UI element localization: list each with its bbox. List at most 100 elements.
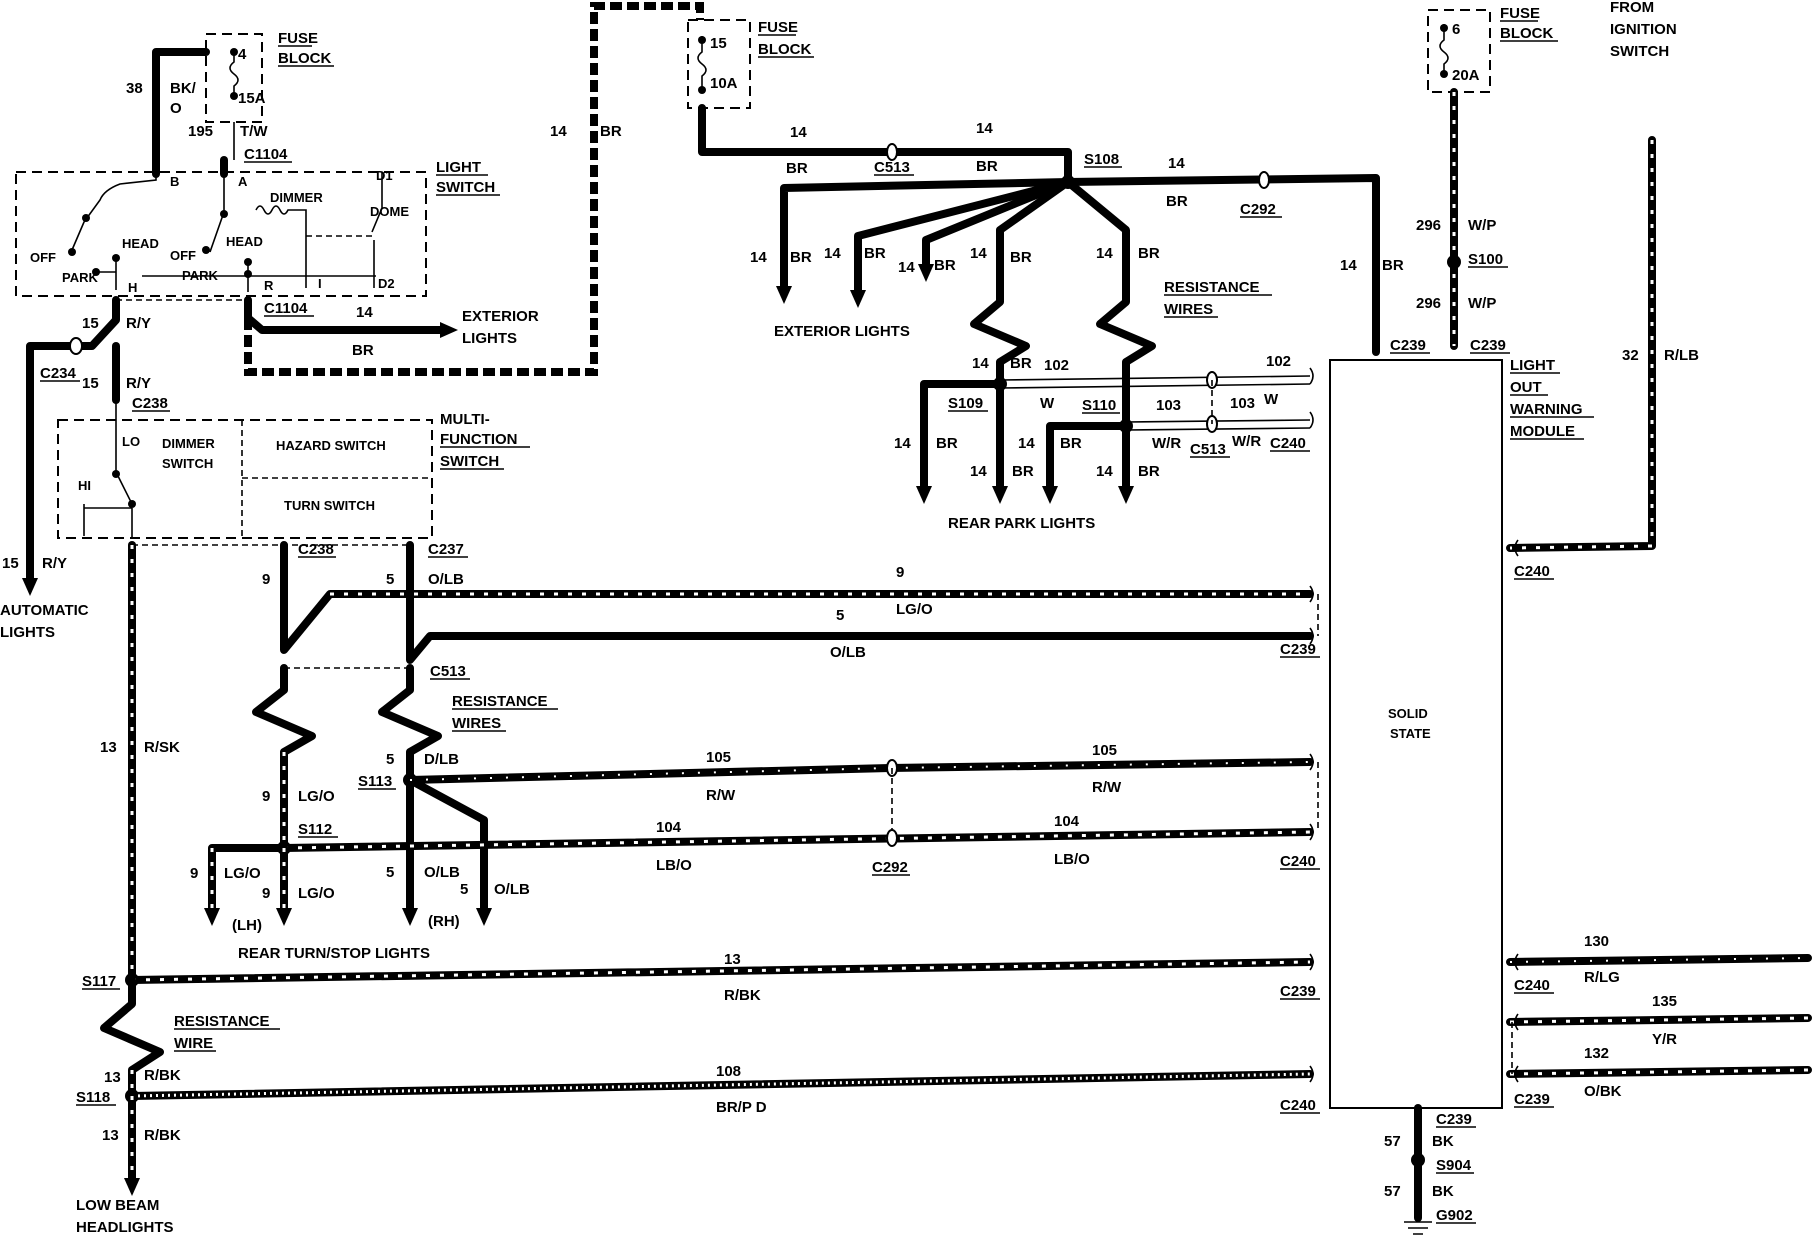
wire-color: O (170, 100, 182, 117)
wire-label: 195 (188, 123, 213, 140)
wire-label: 13 (104, 1069, 121, 1086)
fuse-block-1-label-2: BLOCK (278, 50, 331, 67)
connector-c239: C239 (1470, 337, 1506, 354)
connector-c237: C237 (428, 541, 464, 558)
splice-s118: S118 (76, 1089, 110, 1106)
wire-color: LG/O (896, 601, 933, 618)
wire-label: 57 (1384, 1133, 1401, 1150)
wire-label: 9 (262, 571, 270, 588)
automatic-lights-label: LIGHTS (0, 624, 55, 641)
fuse-2-number: 15 (710, 35, 727, 52)
lowm-label: LIGHT (1510, 357, 1555, 374)
fuse-1-amp: 15A (238, 90, 266, 107)
wire-color: R/Y (42, 555, 67, 572)
wire-color: BR (1010, 249, 1032, 266)
wire-color: W/R (1152, 435, 1181, 452)
wire-label: 14 (898, 259, 915, 276)
wire-label: 102 (1266, 353, 1291, 370)
rear-park-lights-label: REAR PARK LIGHTS (948, 515, 1095, 532)
lh-label: (LH) (232, 917, 262, 934)
multi-function-label-2: FUNCTION (440, 431, 518, 448)
wire-color: R/BK (724, 987, 761, 1004)
connector-c513: C513 (430, 663, 466, 680)
term-park-1: PARK (62, 270, 98, 285)
wire-color: LG/O (298, 788, 335, 805)
wire-label: 5 (460, 881, 468, 898)
wire-color: W (1264, 391, 1279, 408)
dimmer-label: DIMMER (270, 190, 323, 205)
connector-c238: C238 (298, 541, 334, 558)
exterior-lights-label: EXTERIOR (462, 308, 539, 325)
wire-color: BK (1432, 1183, 1454, 1200)
term-a: A (238, 174, 248, 189)
wire-color: O/LB (424, 864, 460, 881)
connector-c240: C240 (1280, 1097, 1316, 1114)
wire-label: 14 (976, 120, 993, 137)
connector-c238: C238 (132, 395, 168, 412)
fuse-3-amp: 20A (1452, 67, 1480, 84)
wire-color: Y/R (1652, 1031, 1677, 1048)
wire-color: R/BK (144, 1127, 181, 1144)
term-r: R (264, 278, 274, 293)
fuse-block-1-label-1: FUSE (278, 30, 318, 47)
solid-state-label: SOLID (1388, 706, 1428, 721)
wire-label: 15 (82, 315, 99, 332)
automatic-lights-label: AUTOMATIC (0, 602, 89, 619)
fuse-block-2-label-1: FUSE (758, 19, 798, 36)
resistance-wires-label: RESISTANCE (452, 693, 548, 710)
wire-color: R/W (706, 787, 736, 804)
connector-c239: C239 (1280, 641, 1316, 658)
wire-color: LG/O (224, 865, 261, 882)
dimmer-switch-label: SWITCH (162, 456, 213, 471)
wire-label: 103 (1156, 397, 1181, 414)
wire-color: BR (976, 158, 998, 175)
wire-label: 104 (1054, 813, 1080, 830)
solid-state-label: STATE (1390, 726, 1431, 741)
wire-label: 9 (262, 885, 270, 902)
fuse-2-amp: 10A (710, 75, 738, 92)
wire-label: 14 (790, 124, 807, 141)
fuse-1-number: 4 (238, 46, 247, 63)
wire-label: 5 (386, 864, 394, 881)
term-off-1: OFF (30, 250, 56, 265)
wire-color: O/LB (494, 881, 530, 898)
wire-color: BK (1432, 1133, 1454, 1150)
wire-color: BR (1166, 193, 1188, 210)
wire-label: 132 (1584, 1045, 1609, 1062)
low-beam-label: LOW BEAM (76, 1197, 159, 1214)
wire-38 (152, 48, 210, 164)
term-head-1: HEAD (122, 236, 159, 251)
wire-color: BR (934, 257, 956, 274)
wire-color: LB/O (656, 857, 692, 874)
wire-label: 14 (1168, 155, 1185, 172)
wire-label: 14 (550, 123, 567, 140)
wire-color: O/LB (428, 571, 464, 588)
resistance-wires-label: RESISTANCE (1164, 279, 1260, 296)
wire-color: LG/O (298, 885, 335, 902)
wire-color: BR (790, 249, 812, 266)
fuse-block-3-label-1: FUSE (1500, 5, 1540, 22)
wire-color: BR (1012, 463, 1034, 480)
wire-label: 103 (1230, 395, 1255, 412)
lowm-label: MODULE (1510, 423, 1575, 440)
term-d1: D1 (376, 168, 393, 183)
lowm-label: OUT (1510, 379, 1542, 396)
lowm-label: WARNING (1510, 401, 1583, 418)
hazard-switch-label: HAZARD SWITCH (276, 438, 386, 453)
fuse-block-3-label-2: BLOCK (1500, 25, 1553, 42)
wire-color: BR (936, 435, 958, 452)
wire-label: 296 (1416, 295, 1441, 312)
splice-s117: S117 (82, 973, 116, 990)
connector-c239: C239 (1390, 337, 1426, 354)
wire-label: 13 (724, 951, 741, 968)
splice-s112: S112 (298, 821, 332, 838)
low-beam-label: HEADLIGHTS (76, 1219, 174, 1236)
wire-label: 5 (386, 751, 394, 768)
fuse-3-number: 6 (1452, 21, 1460, 38)
connector-c240: C240 (1280, 853, 1316, 870)
exterior-lights-label: LIGHTS (462, 330, 517, 347)
wire-label: 14 (1018, 435, 1035, 452)
splice-s100: S100 (1468, 251, 1503, 268)
term-hi: HI (78, 478, 91, 493)
rh-label: (RH) (428, 913, 460, 930)
